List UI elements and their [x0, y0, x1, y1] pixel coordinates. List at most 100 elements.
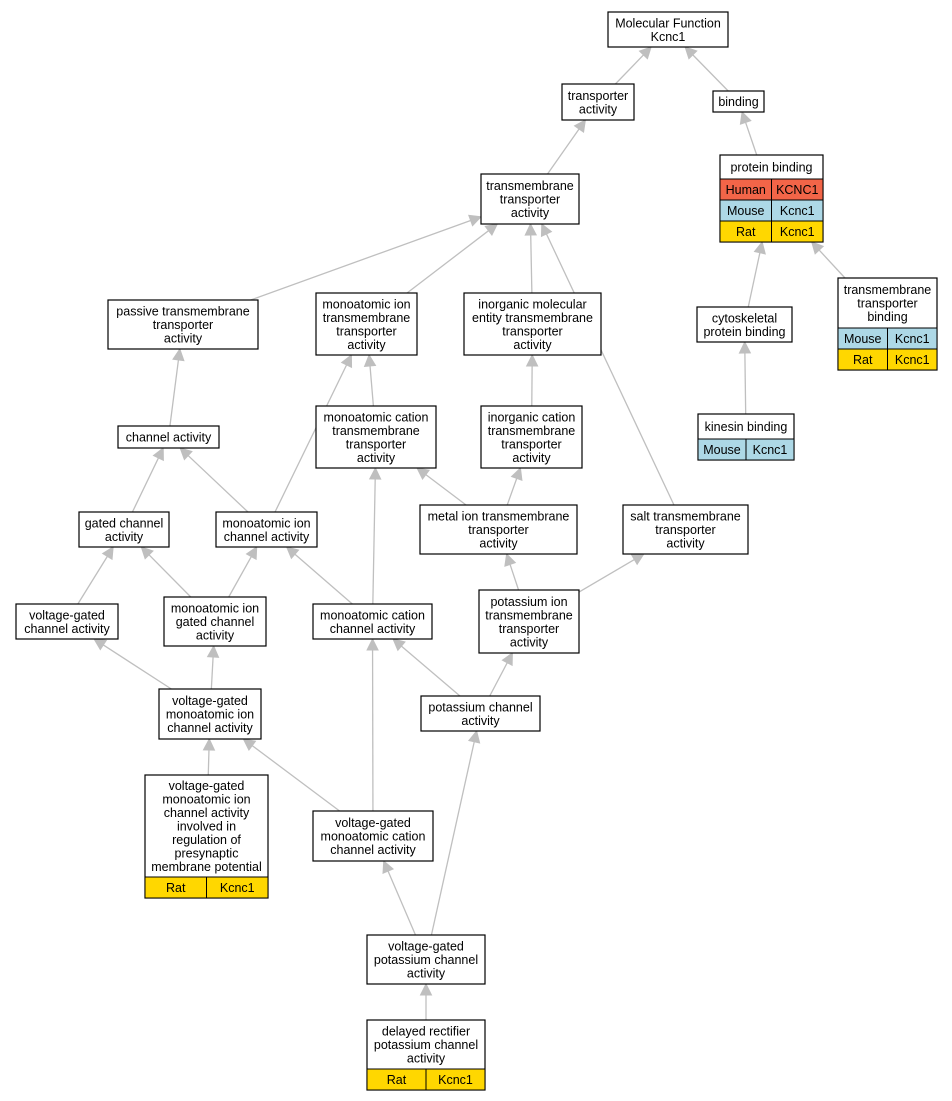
- node-label-line: transporter: [502, 324, 562, 338]
- node-label-line: binding: [867, 310, 907, 324]
- go-term-monoatomic_cation_transmembrane_transporter_activity[interactable]: monoatomic cationtransmembranetransporte…: [315, 405, 437, 469]
- gene-cell: [206, 876, 269, 899]
- node-label-line: channel activity: [167, 721, 253, 735]
- gene-label: Kcnc1: [780, 225, 815, 239]
- node-label-line: transmembrane: [485, 608, 573, 622]
- node-box: [107, 299, 259, 350]
- go-term-binding[interactable]: binding: [712, 90, 765, 113]
- node-label-line: activity: [666, 537, 705, 551]
- edge-inorganic_cation_transmembrane_transporter_activity-to-inorganic_molecular_entity_transmembrane_transporter_activity: [525, 353, 539, 407]
- species-label: Rat: [166, 881, 186, 895]
- gene-label: Kcnc1: [220, 881, 255, 895]
- go-term-metal_ion_transmembrane_transporter_activity[interactable]: metal ion transmembranetransporteractivi…: [419, 504, 578, 555]
- go-term-channel_activity[interactable]: channel activity: [117, 425, 220, 449]
- go-term-potassium_ion_transmembrane_transporter_activity[interactable]: potassium iontransmembranetransporteract…: [478, 589, 580, 654]
- go-term-monoatomic_ion_transmembrane_transporter_activity[interactable]: monoatomic iontransmembranetransporterac…: [315, 292, 418, 356]
- edge-arrowhead: [738, 340, 752, 354]
- node-label-line: monoatomic ion: [222, 516, 310, 530]
- node-label-line: channel activity: [24, 622, 110, 636]
- edge-arrowhead: [202, 737, 216, 751]
- node-label-line: potassium ion: [490, 595, 567, 609]
- node-label-line: membrane potential: [151, 860, 261, 874]
- node-label-line: transporter: [857, 297, 917, 311]
- node-label-line: activity: [461, 714, 500, 728]
- node-label-line: voltage-gated: [388, 940, 464, 954]
- node-label-line: monoatomic ion: [322, 297, 410, 311]
- edge-line: [169, 359, 180, 427]
- edge-metal_ion_transmembrane_transporter_activity-to-inorganic_cation_transmembrane_transporter_activity: [506, 466, 523, 506]
- gene-label: Kcnc1: [438, 1073, 473, 1087]
- edge-line: [744, 122, 758, 156]
- node-label-line: monoatomic ion: [166, 708, 254, 722]
- edge-monoatomic_ion_channel_activity-to-channel_activity: [179, 447, 249, 513]
- node-box: [215, 511, 318, 548]
- edge-line: [489, 662, 508, 697]
- node-box: [607, 11, 729, 48]
- edge-line: [251, 745, 340, 812]
- node-label-line: channel activity: [330, 843, 416, 857]
- edge-metal_ion_transmembrane_transporter_activity-to-monoatomic_cation_transmembrane_transporter_activity: [416, 467, 467, 506]
- species-label: Rat: [387, 1073, 407, 1087]
- edge-monoatomic_cation_transmembrane_transporter_activity-to-monoatomic_ion_transmembrane_transporter_activity: [363, 353, 377, 407]
- edge-arrowhead: [363, 353, 377, 367]
- edge-monoatomic_ion_gated_channel_activity-to-gated_channel_activity: [140, 546, 192, 598]
- edge-arrowhead: [245, 546, 258, 561]
- edge-line: [131, 457, 160, 513]
- node-label-line: presynaptic: [175, 847, 239, 861]
- node-box: [312, 603, 433, 640]
- edge-transmembrane_transporter_activity-to-transporter_activity: [546, 119, 587, 175]
- edge-line: [400, 645, 461, 697]
- edge-arrowhead: [630, 553, 645, 566]
- edge-cytoskeletal_protein_binding-to-protein_binding: [747, 240, 766, 308]
- node-label-line: inorganic molecular: [478, 297, 586, 311]
- node-box: [712, 90, 765, 113]
- node-label-line: transporter: [153, 318, 213, 332]
- gene-cell: [745, 438, 795, 461]
- node-label-line: transporter: [500, 193, 560, 207]
- node-box: [478, 589, 580, 654]
- edge-binding-to-molecular_function: [684, 46, 729, 92]
- edge-line: [818, 249, 846, 279]
- edge-line: [372, 478, 376, 605]
- node-label-line: voltage-gated: [169, 779, 245, 793]
- node-label-line: metal ion transmembrane: [428, 510, 570, 524]
- go-term-inorganic_cation_transmembrane_transporter_activity[interactable]: inorganic cationtransmembranetransporter…: [480, 405, 583, 469]
- species-label: Mouse: [727, 204, 765, 218]
- edge-voltage_gated_monoatomic_ion_channel_activity-to-monoatomic_ion_gated_channel_activity: [206, 644, 220, 690]
- node-label-line: channel activity: [126, 431, 212, 445]
- edge-voltage_gated_channel_activity-to-gated_channel_activity: [77, 546, 114, 605]
- edge-potassium_channel_activity-to-potassium_ion_transmembrane_transporter_activity: [489, 652, 513, 697]
- node-label-line: voltage-gated: [335, 816, 411, 830]
- edge-line: [546, 128, 580, 175]
- gene-label: Kcnc1: [895, 332, 930, 346]
- node-box: [420, 695, 541, 732]
- node-label-line: transporter: [568, 89, 628, 103]
- node-label-line: transporter: [501, 437, 561, 451]
- edge-arrowhead: [152, 446, 164, 462]
- node-label-line: binding: [718, 95, 758, 109]
- gene-cell: [425, 1068, 486, 1091]
